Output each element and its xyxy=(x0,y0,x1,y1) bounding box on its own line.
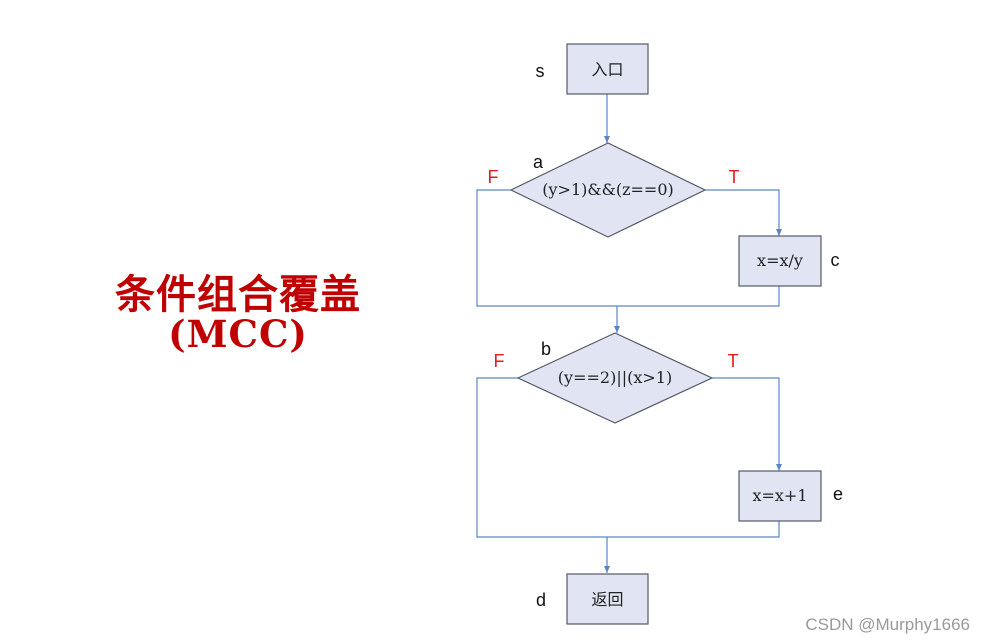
start-node-label: s xyxy=(536,61,545,81)
statement-c-label: c xyxy=(831,250,840,270)
end-node-label: d xyxy=(536,590,546,610)
end-node xyxy=(566,573,649,625)
decision-b-label: b xyxy=(541,339,551,359)
decision-b-false-label: F xyxy=(494,351,505,371)
decision-b-true-label: T xyxy=(728,351,739,371)
decision-a-text: (y>1)&&(z==0) xyxy=(542,180,674,199)
decision-b xyxy=(516,332,714,424)
diagram-title: 条件组合覆盖 xyxy=(115,271,361,318)
end-node-text: 返回 xyxy=(591,590,623,609)
start-node xyxy=(566,43,649,95)
start-node-text: 入口 xyxy=(591,60,623,79)
diagram-subtitle: (MCC) xyxy=(168,312,308,356)
statement-c xyxy=(738,235,822,287)
statement-c-text: x=x/y xyxy=(757,251,803,270)
decision-a-label: a xyxy=(533,152,544,172)
decision-b-text: (y==2)||(x>1) xyxy=(558,368,672,387)
edge-e-to-merge xyxy=(607,521,780,538)
edge-b-true-to-e xyxy=(712,377,782,471)
decision-a-false-label: F xyxy=(488,167,499,187)
statement-e-label: e xyxy=(833,484,843,504)
decision-a-true-label: T xyxy=(729,167,740,187)
edge-a-false xyxy=(476,189,617,307)
edge-a-true-to-c xyxy=(705,189,782,236)
statement-e-text: x=x+1 xyxy=(752,486,807,505)
statement-e xyxy=(738,470,822,522)
watermark: CSDN @Murphy1666 xyxy=(805,615,970,634)
edge-c-to-merge xyxy=(617,286,780,307)
decision-a xyxy=(509,142,707,238)
edge-b-false xyxy=(476,377,607,538)
